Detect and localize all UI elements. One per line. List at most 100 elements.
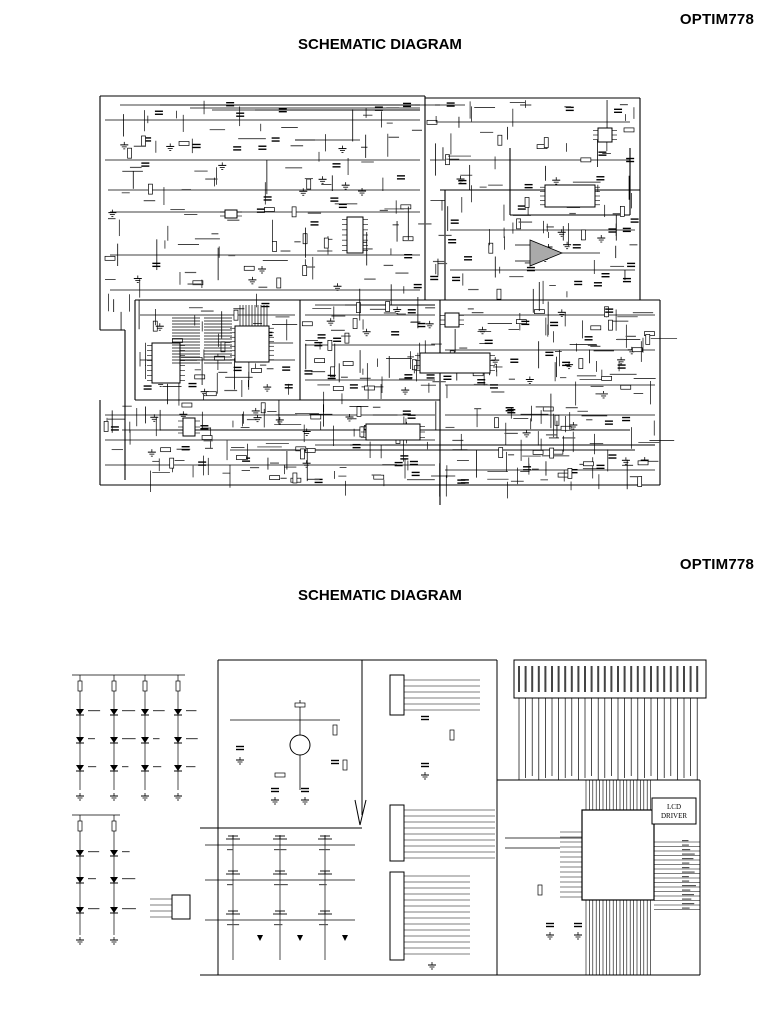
resistor-symbol — [111, 680, 117, 692]
ground-symbol — [478, 326, 487, 335]
resistor-symbol — [364, 385, 375, 391]
component-label — [319, 924, 329, 926]
led-symbol — [76, 850, 84, 856]
capacitor-symbol — [310, 221, 319, 226]
ground-symbol — [275, 416, 284, 425]
resistor-symbol — [314, 358, 325, 363]
component-label — [682, 862, 690, 864]
capacitor-symbol — [278, 108, 287, 113]
ground-symbol — [358, 188, 367, 196]
component-label — [392, 224, 399, 226]
diode-symbol — [257, 935, 263, 941]
resistor-symbol — [274, 772, 286, 778]
capacitor-symbol — [261, 302, 270, 308]
capacitor-symbol — [596, 176, 605, 181]
component-label — [388, 136, 400, 138]
capacitor-symbol — [400, 455, 409, 460]
capacitor-symbol — [622, 227, 631, 233]
led-symbol — [174, 765, 182, 771]
ground-symbol — [120, 141, 129, 150]
ground-symbol — [338, 145, 347, 153]
capacitor-symbol — [226, 102, 235, 107]
led-symbol — [76, 907, 84, 913]
component-label — [473, 383, 488, 386]
resistor-symbol — [632, 347, 643, 353]
connector-pin-label — [570, 666, 573, 692]
component-label — [625, 335, 636, 337]
component-label — [200, 310, 214, 312]
ground-symbol — [299, 188, 308, 196]
capacitor-symbol — [550, 321, 559, 327]
resistor-symbol — [260, 402, 266, 414]
ground-symbol — [318, 176, 327, 184]
component-label — [227, 219, 240, 221]
component-label — [88, 851, 100, 853]
ground-symbol — [76, 793, 84, 801]
component-label — [535, 406, 550, 408]
ground-symbol — [253, 414, 262, 423]
component-label — [218, 371, 228, 374]
component-label — [302, 266, 316, 268]
ground-symbol — [108, 209, 117, 218]
component-label — [371, 474, 382, 476]
resistor-symbol — [104, 255, 116, 261]
capacitor-symbol — [394, 461, 403, 467]
led-symbol — [76, 737, 84, 743]
resistor-symbol — [323, 237, 329, 249]
component-label — [227, 924, 240, 926]
component-label — [274, 884, 288, 886]
resistor-symbol — [620, 384, 632, 390]
capacitor-symbol — [601, 273, 610, 278]
capacitor-symbol — [450, 219, 459, 224]
capacitor-symbol — [460, 479, 469, 484]
resistor-symbol — [560, 425, 572, 431]
capacitor-symbol — [331, 759, 339, 765]
component-label — [88, 766, 97, 768]
capacitor-symbol — [510, 358, 519, 363]
page2-title: SCHEMATIC DIAGRAM — [298, 587, 462, 604]
capacitor-symbol — [181, 446, 190, 451]
component-label — [682, 876, 689, 878]
capacitor-symbol — [332, 163, 341, 168]
capacitor-symbol — [446, 102, 455, 107]
ground-symbol — [236, 757, 244, 765]
lcd-driver-chip: LCD DRIVER — [581, 797, 697, 901]
ground-symbol — [333, 283, 342, 291]
resistor-symbol — [332, 724, 338, 736]
ic-chip — [540, 184, 600, 208]
resistor-symbol — [301, 321, 313, 327]
resistor-symbol — [445, 154, 450, 166]
component-label — [364, 278, 376, 280]
component-label — [395, 272, 409, 274]
component-label — [228, 254, 236, 257]
component-label — [280, 250, 291, 252]
capacitor-symbol — [404, 374, 413, 379]
led-symbol — [110, 737, 118, 743]
component-label — [306, 478, 320, 480]
led-symbol — [76, 709, 84, 715]
component-label — [491, 391, 505, 393]
capacitor-symbol — [421, 762, 429, 768]
resistor-symbol — [342, 759, 348, 771]
component-label — [438, 234, 452, 237]
component-label — [266, 368, 274, 370]
capacitor-symbol — [304, 370, 313, 375]
resistor-symbol — [330, 366, 335, 378]
component-label — [270, 462, 279, 464]
ground-symbol — [393, 306, 402, 314]
ground-symbol — [218, 162, 227, 170]
connector-pin-label — [610, 666, 613, 692]
connector-pin-label — [669, 666, 672, 692]
resistor-symbol — [142, 680, 148, 692]
component-label — [682, 907, 690, 909]
component-label — [319, 849, 330, 851]
ground-symbol — [525, 376, 534, 384]
component-label — [459, 347, 468, 349]
component-label — [347, 418, 357, 420]
component-label — [122, 766, 129, 768]
connector-pin-label — [551, 666, 553, 692]
capacitor-symbol — [546, 922, 554, 928]
resistor-symbol — [342, 361, 354, 366]
resistor-symbol — [449, 729, 455, 741]
ground-symbol — [569, 421, 578, 430]
